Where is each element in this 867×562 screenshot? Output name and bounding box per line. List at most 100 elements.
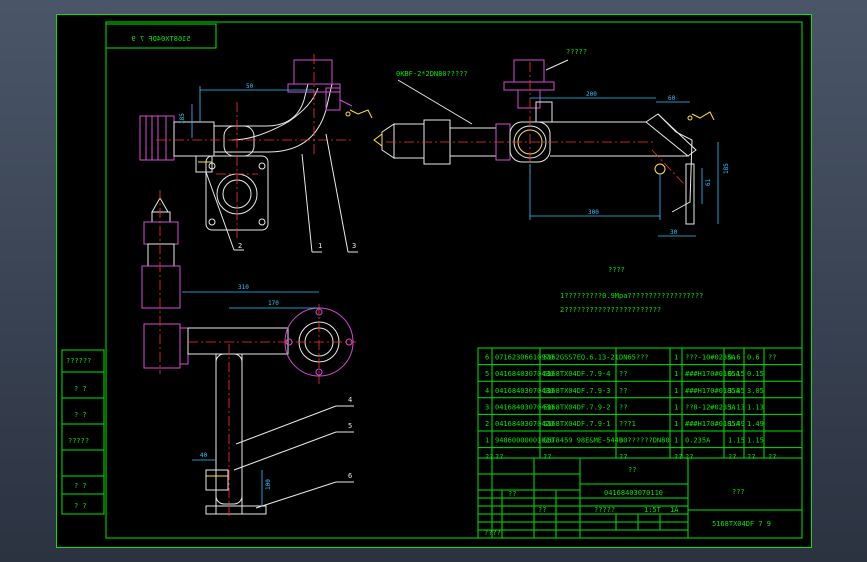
dim-12: 40 <box>200 452 208 459</box>
left-strip: ?????? ? ? ? ? ????? ? ? ? ? <box>61 349 105 515</box>
bom-cell-name: 5168TX04DF.7.9-4 <box>543 370 610 378</box>
bom-cell-qty: 1 <box>674 370 678 378</box>
left-strip-1: ? ? <box>74 385 87 393</box>
bom-cell-qty: 1 <box>674 387 678 395</box>
bom-cell-code: 07162306610970 <box>495 354 554 362</box>
tech-heading: ???? <box>608 266 625 274</box>
bom-cell-code: 04168403070430 <box>495 387 554 395</box>
dim-13: 100 <box>265 479 272 490</box>
bom-cell-spec: ?? <box>619 387 627 395</box>
dim-9: 30 <box>670 229 678 236</box>
bom-cell-mat: ###H170#0185A <box>685 387 741 395</box>
bom-cell-w2: 0.15 <box>747 370 764 378</box>
bom-cell-qty: 1 <box>674 403 678 411</box>
bom-cell-code: 04168403070430 <box>495 370 554 378</box>
bom-cell-no: 5 <box>485 370 489 378</box>
bom-cell-code: 04168403070420 <box>495 420 554 428</box>
dim-4: 300 <box>588 209 599 216</box>
bom-cell-code: 94860000001010 <box>495 437 554 445</box>
pipe-note: 0KBF-2*2DN80????? <box>396 70 468 78</box>
bom-cell-name: 5162GSS7EQ.6.13-21 <box>543 354 619 362</box>
bom-cell-w1: 0.15 <box>728 370 745 378</box>
mirrored-title-text: 5168TX04DF 7 9 <box>131 35 190 43</box>
dim-11: 170 <box>268 300 279 307</box>
view-front-elbow: 50 185 2 1 3 <box>139 54 373 253</box>
bom-cell-w1: 1.49 <box>728 420 745 428</box>
callout-5: 5 <box>348 422 352 430</box>
view-side-assembly: 0KBF-2*2DN80????? ????? 200 60 300 <box>373 48 730 237</box>
title-block: ?? 04168403070110 ??? 5168TX04DF 7 9 1:5… <box>477 457 803 539</box>
view-plan: 310 170 40 100 4 5 6 <box>141 190 356 519</box>
bom-cell-note: ?? <box>768 354 776 362</box>
left-strip-5: ? ? <box>74 502 87 510</box>
bom-cell-mat: 0.235A <box>685 437 711 445</box>
bom-header-w1: ?? <box>728 453 736 461</box>
bom-cell-name: G6T8459 98E&ME-544B <box>543 437 623 445</box>
bom-cell-name: 5168TX04DF.7.9-1 <box>543 420 610 428</box>
bom-cell-spec: ?? <box>619 370 627 378</box>
bom-header-w2: ?? <box>747 453 755 461</box>
company-name: ??? <box>732 488 745 496</box>
inner-border <box>105 21 803 539</box>
dim-7: 61 <box>705 178 712 186</box>
title-row-a: ????? <box>594 506 615 514</box>
bom-header-code: ?? <box>495 453 503 461</box>
dim-2: 185 <box>179 113 186 124</box>
drawing-sheet: 5168TX04DF 7 9 ?????? ? ? ? ? ????? ? ? … <box>56 14 812 548</box>
bom-cell-w2: 1.49 <box>747 420 764 428</box>
callout-2: 2 <box>238 242 242 250</box>
dim-1: 50 <box>246 83 254 90</box>
bom-cell-spec: ???1 <box>619 420 636 428</box>
bom-cell-mat: ###H170#0185A <box>685 370 741 378</box>
bom-cell-qty: 1 <box>674 354 678 362</box>
bom-header-qty: ?? <box>674 453 682 461</box>
dim-10: 310 <box>238 284 249 291</box>
bom-header-no: ?? <box>485 453 493 461</box>
bom-cell-w2: 0.6 <box>747 354 760 362</box>
bom-header-spec: ?? <box>619 453 627 461</box>
bom-cell-no: 1 <box>485 437 489 445</box>
drawing-code: 04168403070110 <box>604 489 663 497</box>
callout-6: 6 <box>348 472 352 480</box>
title-row-c: ?? <box>538 506 546 514</box>
left-strip-4: ? ? <box>74 482 87 490</box>
bom-cell-no: 6 <box>485 354 489 362</box>
bom-cell-spec: DN65??? <box>619 354 649 362</box>
bom-cell-qty: 1 <box>674 437 678 445</box>
title-row-d: ???? <box>484 529 501 537</box>
bom-cell-w2: 3.05 <box>747 387 764 395</box>
scale-value: 1:5T <box>644 506 662 514</box>
bom-cell-w1: 0.6 <box>728 354 741 362</box>
bom-cell-name: 5168TX04DF.7.9-3 <box>543 387 610 395</box>
bom-cell-spec: 90??????DN80 <box>619 437 670 445</box>
bom-cell-w1: 1.13 <box>728 403 745 411</box>
left-strip-3: ????? <box>68 437 89 445</box>
bom-cell-mat: ###H170#0185A <box>685 420 741 428</box>
sheet-value: 1A <box>670 506 679 514</box>
bom-header-mat: ?? <box>685 453 693 461</box>
dim-5: 60 <box>668 95 676 102</box>
left-strip-0: ?????? <box>66 357 91 365</box>
drawing-number: 5168TX04DF 7 9 <box>712 520 771 528</box>
title-name: ?? <box>628 466 636 474</box>
bom-cell-code: 04168403070430 <box>495 403 554 411</box>
callout-4: 4 <box>348 396 352 404</box>
bom-cell-spec: ?? <box>619 403 627 411</box>
left-strip-2: ? ? <box>74 411 87 419</box>
title-row-b: ?? <box>508 490 516 498</box>
bom-cell-w2: 1.15 <box>747 437 764 445</box>
bom-cell-mat: ??8-12#0235A <box>685 403 736 411</box>
dim-8: 185 <box>723 163 730 174</box>
bom-cell-no: 4 <box>485 387 489 395</box>
top-note: ????? <box>566 48 587 56</box>
bom-cell-w1: 1.15 <box>728 437 745 445</box>
bom-header-name: ?? <box>543 453 551 461</box>
callout-1: 1 <box>318 242 322 250</box>
bom-cell-no: 3 <box>485 403 489 411</box>
callout-3: 3 <box>352 242 356 250</box>
bom-cell-w1: 3.05 <box>728 387 745 395</box>
dim-3: 200 <box>586 91 597 98</box>
bom-cell-w2: 1.13 <box>747 403 764 411</box>
tech-line-1: 1?????????0.9Mpa?????????????????? <box>560 292 703 300</box>
bom-header-note: ?? <box>768 453 776 461</box>
